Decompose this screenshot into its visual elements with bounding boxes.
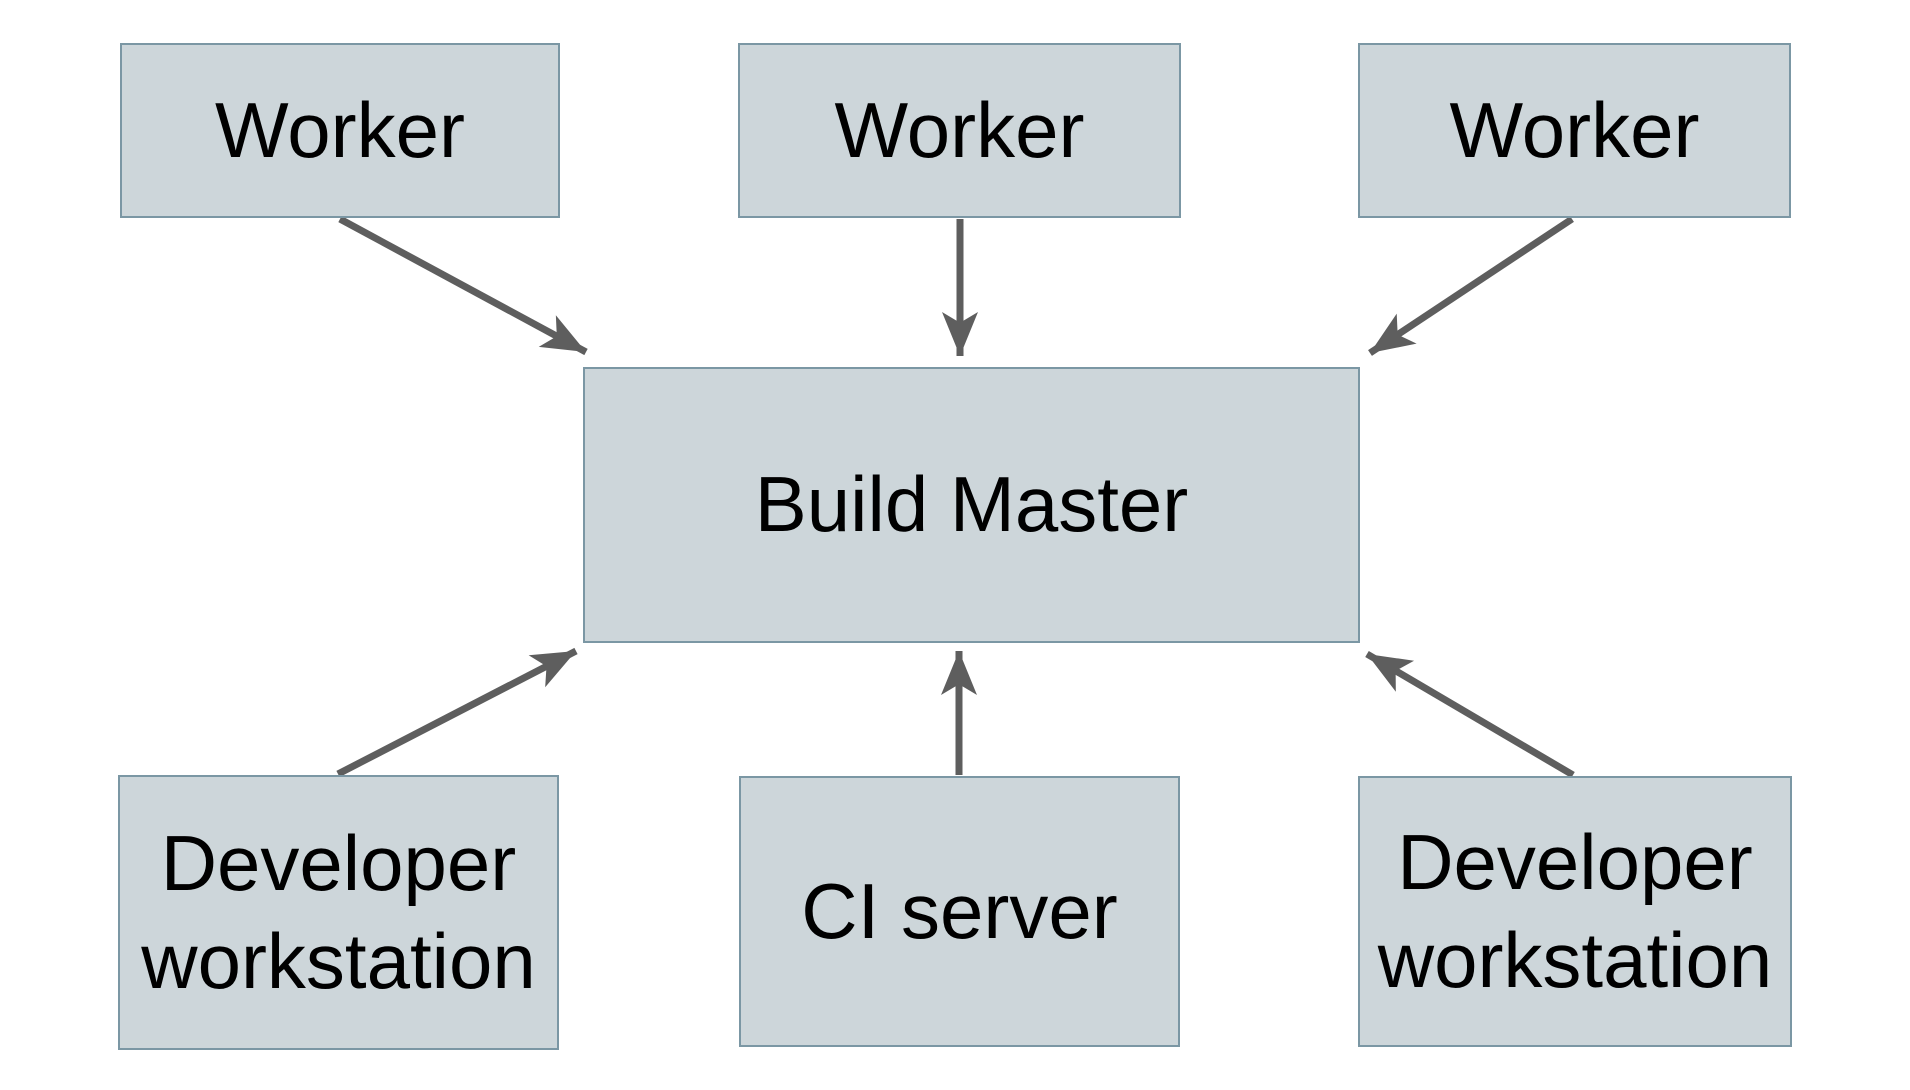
node-developer-workstation-left-label: Developer workstation bbox=[141, 819, 536, 1005]
arrow-worker1-to-build-master bbox=[338, 215, 588, 356]
node-worker-3-label: Worker bbox=[1449, 85, 1700, 174]
arrow-dev-right-to-build-master bbox=[1365, 650, 1575, 779]
node-developer-workstation-right: Developer workstation bbox=[1358, 776, 1792, 1047]
arrow-dev-left-to-build-master bbox=[336, 647, 578, 778]
arrow-worker3-to-build-master bbox=[1368, 216, 1574, 356]
node-build-master: Build Master bbox=[583, 367, 1360, 643]
node-worker-1: Worker bbox=[120, 43, 560, 218]
node-worker-2-label: Worker bbox=[834, 85, 1085, 174]
node-developer-workstation-left: Developer workstation bbox=[118, 775, 559, 1050]
node-worker-1-label: Worker bbox=[215, 85, 465, 174]
node-worker-3: Worker bbox=[1358, 43, 1791, 218]
node-build-master-label: Build Master bbox=[754, 460, 1189, 549]
node-ci-server-label: CI server bbox=[801, 866, 1118, 955]
node-ci-server: CI server bbox=[739, 776, 1180, 1047]
node-developer-workstation-right-label: Developer workstation bbox=[1377, 818, 1773, 1004]
node-worker-2: Worker bbox=[738, 43, 1181, 218]
